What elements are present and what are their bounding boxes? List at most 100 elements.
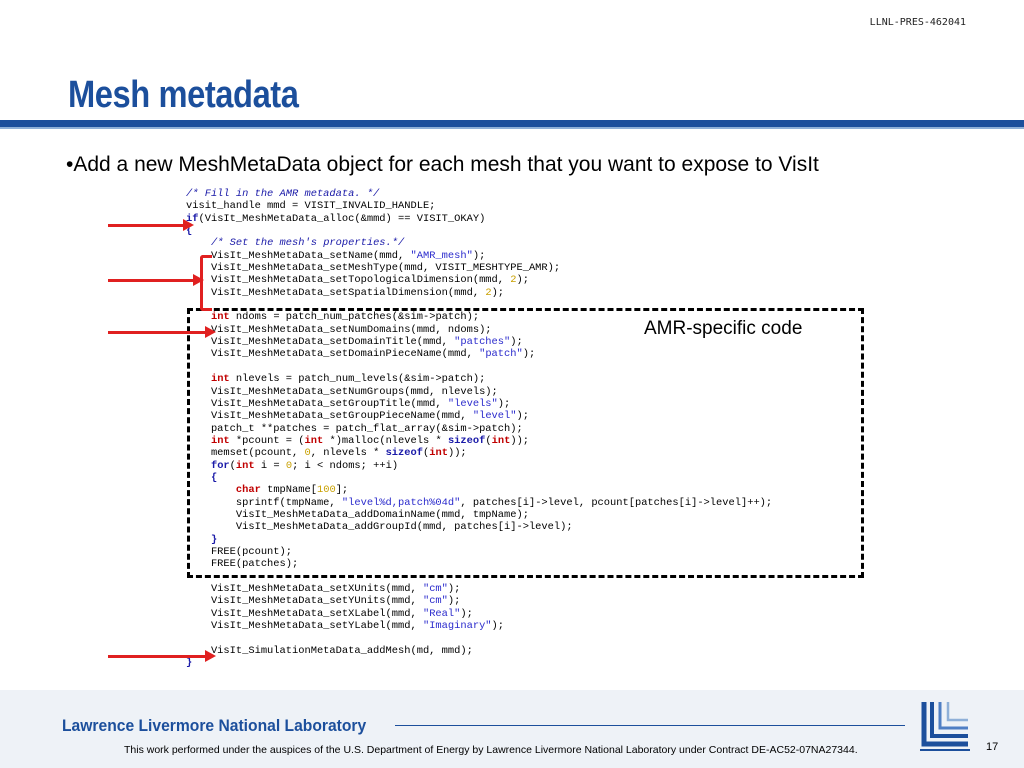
footer-note: This work performed under the auspices o… [124,744,858,756]
code-token [186,534,211,546]
page-number: 17 [986,741,999,753]
code-line: } [186,657,772,669]
code-token: VisIt_MeshMetaData_setTopologicalDimensi… [186,274,511,287]
code-token: "cm" [422,583,448,595]
code-token: i = [254,459,286,472]
code-token: ); [510,336,523,349]
code-token: "cm" [422,595,448,608]
code-token: nlevels = patch_num_levels(&sim->patch); [229,373,486,386]
code-line: VisIt_MeshMetaData_setNumGroups(mmd, nle… [186,386,772,398]
code-token: ndoms = patch_num_patches(&sim->patch); [229,311,480,324]
header-rule-light [0,127,1024,129]
code-token: { [186,225,193,238]
code-token: VisIt_MeshMetaData_setGroupPieceName(mmd… [186,410,473,423]
code-token: "Imaginary" [422,620,492,633]
arrow-alloc [108,219,194,231]
code-token: int [210,434,230,447]
code-token: } [210,533,218,546]
code-token: int [210,373,230,386]
code-line: VisIt_MeshMetaData_addDomainName(mmd, tm… [186,509,772,521]
code-token: ); [516,410,529,423]
code-token: *)malloc(nlevels * [323,434,448,447]
slide-title: Mesh metadata [68,74,299,116]
code-token: 2 [485,286,492,299]
code-token: (VisIt_MeshMetaData_alloc(&mmd) == VISIT… [198,212,486,225]
code-token: } [186,657,193,670]
code-token: VisIt_MeshMetaData_setName(mmd, [186,249,411,262]
code-token: memset(pcount, [186,447,305,460]
code-line: VisIt_MeshMetaData_setGroupTitle(mmd, "l… [186,398,772,410]
code-token: 0 [285,459,293,472]
code-line: /* Set the mesh's properties.*/ [186,237,772,249]
code-line: ​ [186,299,772,311]
code-token: /* Fill in the AMR metadata. */ [186,188,380,200]
arrow-add-mesh [108,650,216,662]
code-token: )); [447,447,467,460]
code-token: VisIt_MeshMetaData_setMeshType(mmd, VISI… [186,262,561,275]
code-token: VisIt_MeshMetaData_addDomainName(mmd, tm… [186,508,529,521]
code-token: ( [422,447,430,460]
code-token: tmpName[ [260,484,317,497]
code-token: VisIt_MeshMetaData_setXUnits(mmd, [186,583,423,595]
code-line: ​ [186,361,772,373]
code-line: for(int i = 0; i < ndoms; ++i) [186,460,772,472]
code-token: "patch" [479,348,523,361]
code-token: int [210,311,230,324]
code-line: VisIt_MeshMetaData_setXLabel(mmd, "Real"… [186,608,772,620]
code-token [186,311,211,323]
code-token: ]; [335,484,349,497]
properties-bracket [200,255,212,311]
footer-band [0,690,1024,768]
code-token: "levels" [447,397,498,410]
code-token: ); [516,274,529,287]
code-token: VisIt_MeshMetaData_setXLabel(mmd, [186,607,423,620]
code-line: ​ [186,632,772,644]
code-token [186,237,211,249]
code-token: sizeof [385,447,423,460]
code-token: VisIt_MeshMetaData_setSpatialDimension(m… [186,286,486,299]
code-token: int [429,447,448,460]
arrow-properties [108,274,204,286]
code-line: VisIt_MeshMetaData_setDomainPieceName(mm… [186,348,772,360]
code-token: ); [491,620,505,633]
bullet-text: •Add a new MeshMetaData object for each … [66,153,819,176]
code-token: int [235,459,255,472]
amr-specific-box [187,308,864,578]
code-token: ( [229,459,236,472]
code-token [186,373,211,385]
header-rule [0,120,1024,127]
code-token: 0 [304,447,311,460]
code-token: { [210,471,218,484]
code-line: FREE(pcount); [186,546,772,558]
code-token: FREE(pcount); [186,545,293,558]
amr-callout-label: AMR-specific code [640,318,807,340]
code-line: VisIt_MeshMetaData_setGroupPieceName(mmd… [186,410,772,422]
code-line: VisIt_MeshMetaData_addGroupId(mmd, patch… [186,521,772,533]
footer-rule [395,725,905,726]
code-token: , patches[i]->level, pcount[patches[i]->… [460,496,773,509]
code-line: FREE(patches); [186,558,772,570]
code-line: VisIt_MeshMetaData_setYUnits(mmd, "cm"); [186,595,772,607]
code-token [186,460,211,472]
code-token: sizeof [447,434,486,447]
code-token: VisIt_MeshMetaData_addGroupId(mmd, patch… [186,521,573,534]
code-token: FREE(patches); [186,558,299,571]
code-token: ); [491,286,505,299]
code-line: { [186,225,772,237]
code-line: VisIt_MeshMetaData_setMeshType(mmd, VISI… [186,262,772,274]
code-line: int *pcount = (int *)malloc(nlevels * si… [186,435,772,447]
code-line: if(VisIt_MeshMetaData_alloc(&mmd) == VIS… [186,213,772,225]
code-token: VisIt_MeshMetaData_setNumDomains(mmd, nd… [186,323,492,336]
code-token: *pcount = ( [229,434,305,447]
code-token: char [235,484,261,497]
code-line: VisIt_SimulationMetaData_addMesh(md, mmd… [186,645,772,657]
code-token: )); [510,434,530,447]
code-token: , nlevels * [310,447,386,460]
lab-name: Lawrence Livermore National Laboratory [62,716,367,735]
code-token: VisIt_MeshMetaData_setGroupTitle(mmd, [186,397,448,410]
document-id: LLNL-PRES-462041 [869,17,966,28]
code-line: } [186,534,772,546]
code-token: VisIt_MeshMetaData_setDomainTitle(mmd, [186,336,455,349]
code-token: "patches" [454,336,511,349]
code-block: /* Fill in the AMR metadata. */visit_han… [186,188,772,669]
